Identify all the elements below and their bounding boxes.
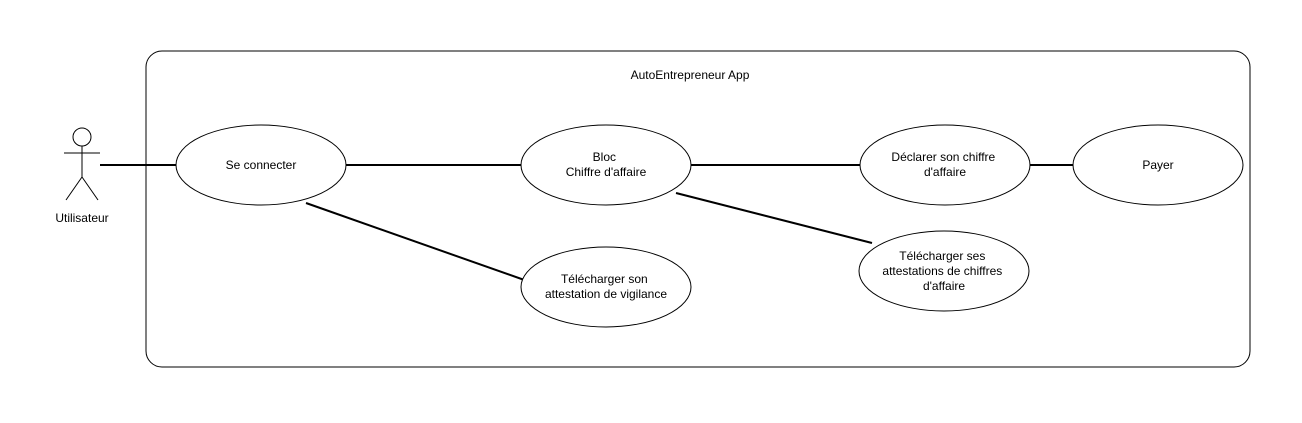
use-case-label: Télécharger son attestation de vigilance bbox=[545, 272, 667, 301]
use-case-label: Bloc Chiffre d'affaire bbox=[566, 150, 647, 179]
actor-label: Utilisateur bbox=[55, 211, 108, 225]
use-case-telecharger-attestations-ca[interactable]: Télécharger ses attestations de chiffres… bbox=[858, 230, 1030, 312]
actor-right-leg bbox=[81, 176, 99, 201]
use-case-label: Télécharger ses attestations de chiffres… bbox=[882, 249, 1005, 293]
use-case-label-line: attestation de vigilance bbox=[545, 287, 667, 301]
use-case-bloc-chiffre-affaire[interactable]: Bloc Chiffre d'affaire bbox=[520, 124, 692, 206]
use-case-label-line: Se connecter bbox=[226, 158, 297, 172]
use-case-label-line: attestations de chiffres bbox=[882, 264, 1002, 278]
use-case-ellipse bbox=[859, 124, 1031, 206]
use-case-payer[interactable]: Payer bbox=[1072, 124, 1244, 206]
use-case-label-line: Chiffre d'affaire bbox=[566, 165, 647, 179]
use-case-label-line: Télécharger ses bbox=[899, 249, 985, 263]
use-case-label: Déclarer son chiffre d'affaire bbox=[891, 150, 998, 179]
system-title: AutoEntrepreneur App bbox=[631, 68, 750, 82]
actor-left-leg bbox=[65, 176, 83, 201]
use-case-label-line: Déclarer son chiffre bbox=[891, 150, 995, 164]
system-boundary bbox=[145, 50, 1251, 368]
use-case-ellipse bbox=[858, 230, 1030, 312]
use-case-label-line: Télécharger son bbox=[561, 272, 648, 286]
use-case-label-line: Bloc bbox=[593, 150, 616, 164]
use-case-telecharger-vigilance[interactable]: Télécharger son attestation de vigilance bbox=[520, 246, 692, 328]
use-case-ellipse bbox=[175, 124, 347, 206]
use-case-label-line: Payer bbox=[1142, 158, 1173, 172]
use-case-label-line: d'affaire bbox=[924, 165, 966, 179]
actor-head-icon bbox=[72, 127, 92, 147]
use-case-label: Se connecter bbox=[226, 158, 297, 172]
association-bloc-attestations bbox=[675, 192, 873, 244]
actor-utilisateur[interactable]: Utilisateur bbox=[55, 127, 109, 225]
association-se-connecter-vigilance bbox=[305, 202, 531, 283]
use-case-label-line: d'affaire bbox=[923, 279, 965, 293]
use-case-ellipse bbox=[520, 246, 692, 328]
use-case-declarer-chiffre-affaire[interactable]: Déclarer son chiffre d'affaire bbox=[859, 124, 1031, 206]
use-case-label: Payer bbox=[1142, 158, 1173, 172]
use-case-ellipse bbox=[1072, 124, 1244, 206]
use-case-se-connecter[interactable]: Se connecter bbox=[175, 124, 347, 206]
use-case-ellipse bbox=[520, 124, 692, 206]
